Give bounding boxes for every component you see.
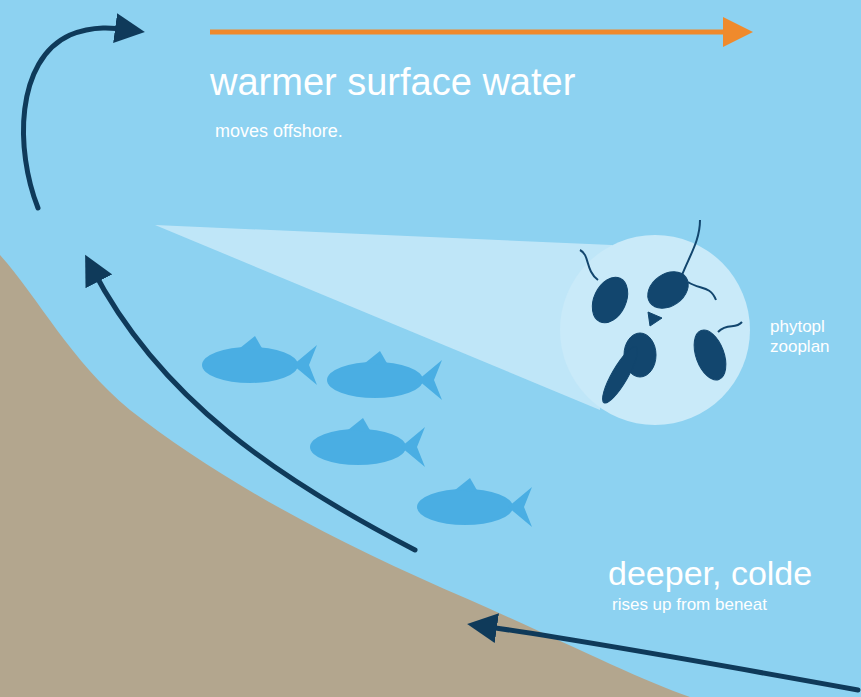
heading-label: warmer surface water xyxy=(210,62,575,104)
zoom-beam xyxy=(155,225,612,410)
plankton-label: phytopl xyxy=(770,318,825,337)
heading-label: deeper, colde xyxy=(608,555,812,592)
current-arrows xyxy=(23,28,858,690)
plankton-label: zooplan xyxy=(770,338,830,357)
sub-label: moves offshore. xyxy=(215,122,343,142)
plankton xyxy=(580,220,742,407)
sub-label: rises up from beneat xyxy=(612,596,767,615)
zoom-circle xyxy=(560,235,750,425)
fish-school xyxy=(202,336,532,527)
surface-flow-arrow xyxy=(210,30,738,35)
